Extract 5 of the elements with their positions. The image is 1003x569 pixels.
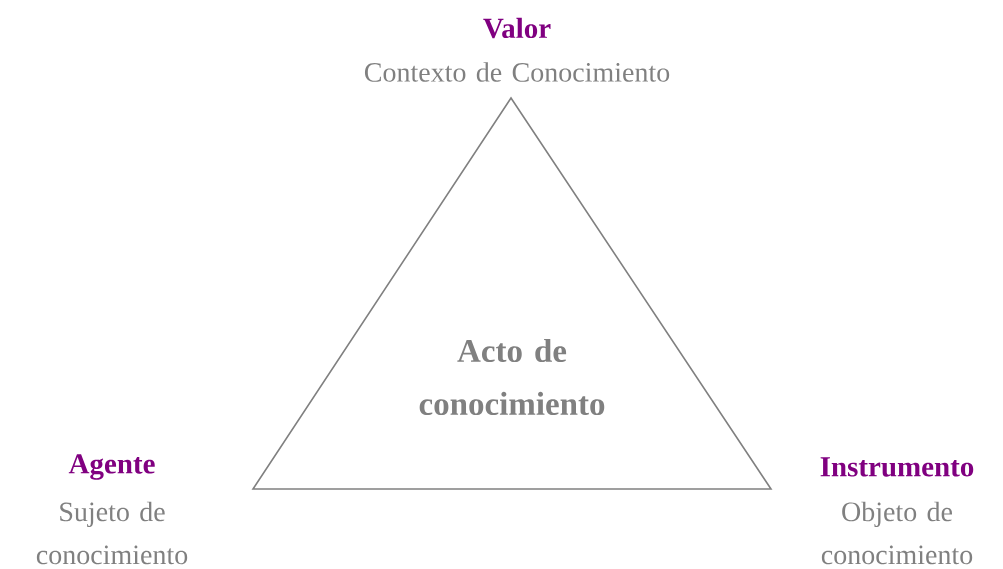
description-label: Sujeto de conocimiento bbox=[36, 501, 188, 565]
heading-label: Valor bbox=[483, 17, 551, 39]
heading-label: Agente bbox=[68, 454, 155, 480]
description-label: Objeto de conocimiento bbox=[821, 501, 973, 565]
heading-label: Instrumento bbox=[820, 457, 974, 477]
